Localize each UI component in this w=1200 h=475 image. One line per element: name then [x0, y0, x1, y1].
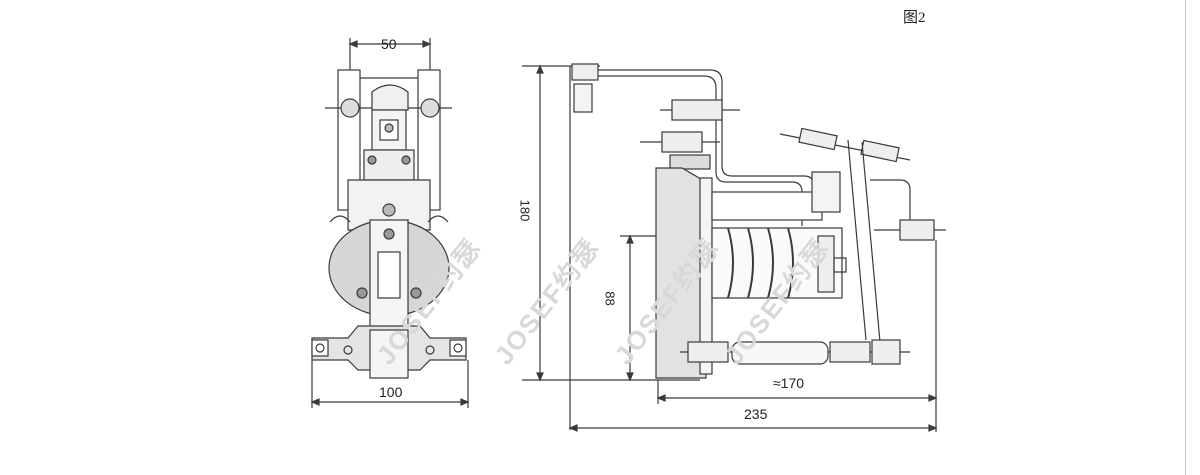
scrollbar[interactable]: [1185, 0, 1200, 475]
dim-height-total: 180: [517, 199, 533, 222]
dim-depth-total: 235: [744, 406, 768, 422]
dim-front-width-base: 100: [379, 384, 403, 400]
dim-front-width-top: 50: [381, 36, 397, 52]
side-view: [522, 63, 946, 432]
dim-depth-partial: ≈170: [773, 375, 805, 391]
front-view: [310, 38, 470, 408]
dim-height-mid: 88: [602, 291, 618, 306]
figure-label: 图2: [903, 10, 926, 26]
